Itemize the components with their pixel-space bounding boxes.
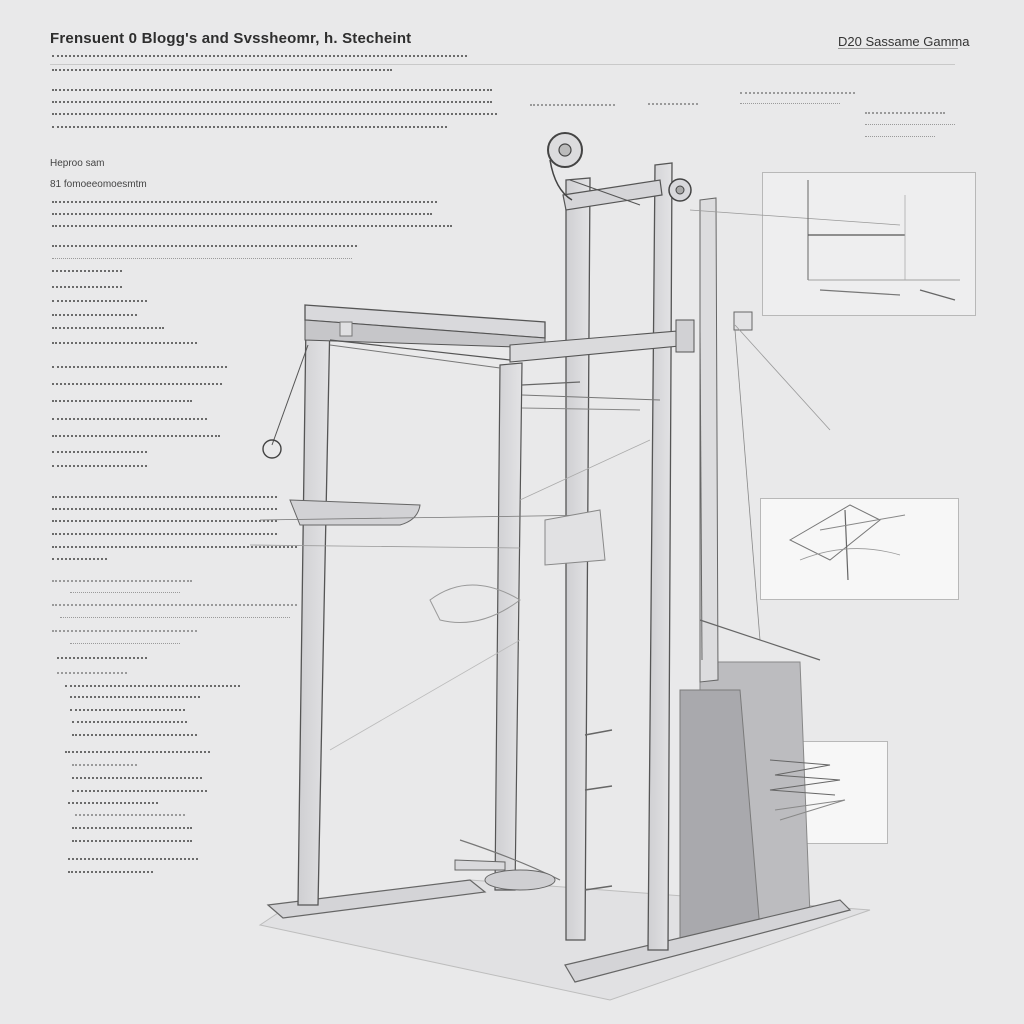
list-item <box>72 840 192 842</box>
paragraph-line <box>52 533 277 535</box>
paragraph-line <box>52 496 277 498</box>
post-rear <box>699 197 719 683</box>
list-item <box>52 314 137 316</box>
list-item <box>52 400 192 402</box>
paragraph-line <box>52 508 277 510</box>
section-subhead: Heproo sam <box>50 158 105 169</box>
corner-label: D20 Sassame Gamma <box>838 34 970 49</box>
annotation-line <box>740 103 840 104</box>
list-item <box>65 685 240 687</box>
pulley-icon <box>547 132 583 201</box>
paragraph-line <box>52 101 492 103</box>
pulley-icon <box>668 178 692 202</box>
annotation-line <box>740 92 855 94</box>
list-item <box>52 465 147 467</box>
bracket-icon <box>733 311 753 331</box>
sketch-inset <box>760 498 959 600</box>
list-item <box>52 327 164 329</box>
header-rule <box>50 64 955 65</box>
paragraph-line <box>52 213 432 215</box>
list-item <box>52 383 222 385</box>
list-item <box>65 751 210 753</box>
list-item <box>60 617 290 618</box>
list-item <box>52 286 122 288</box>
corner-underline <box>838 48 958 55</box>
list-item <box>52 435 220 437</box>
diagram-title: Frensuent 0 Blogg's and Svssheomr, h. St… <box>50 30 412 47</box>
list-item <box>72 721 187 723</box>
bracket-icon <box>339 321 353 337</box>
paragraph-line <box>52 225 452 227</box>
list-item <box>70 696 200 698</box>
section-subhead: 81 fomoeeomoesmtm <box>50 179 147 190</box>
annotation-line <box>865 124 955 125</box>
paragraph-line <box>52 126 447 128</box>
list-item <box>52 270 122 272</box>
paragraph-line <box>52 245 357 247</box>
paragraph-line <box>52 258 352 259</box>
scribble-inset-drawing <box>769 759 846 821</box>
paragraph-line <box>52 89 492 91</box>
list-item <box>52 451 147 453</box>
graph-inset-chart <box>807 180 960 301</box>
base-plate-left <box>266 879 487 919</box>
list-item <box>52 604 297 606</box>
list-item <box>68 802 158 804</box>
list-item <box>52 366 227 368</box>
list-item <box>72 764 137 766</box>
post-inner-left <box>494 362 523 891</box>
base-plate-right <box>564 899 852 983</box>
pendulum-icon <box>262 344 309 459</box>
annotation-line <box>648 103 698 105</box>
list-item <box>72 827 192 829</box>
graph-inset <box>762 172 976 316</box>
list-item <box>70 592 180 593</box>
annotation-line <box>865 136 935 137</box>
post-front-left <box>297 317 331 906</box>
list-item <box>72 790 207 792</box>
paragraph-line <box>52 113 497 115</box>
list-item <box>52 580 192 582</box>
shelf-sketch <box>289 499 421 526</box>
paragraph-line <box>52 546 297 548</box>
list-item <box>72 734 197 736</box>
list-item <box>68 858 198 860</box>
list-item <box>52 418 207 420</box>
bracket-icon <box>675 319 695 353</box>
list-item <box>52 300 147 302</box>
post-tall-right <box>647 162 673 951</box>
list-item <box>57 672 127 674</box>
list-item <box>72 777 202 779</box>
list-item <box>70 643 180 644</box>
paragraph-line <box>52 520 277 522</box>
annotation-line <box>865 112 945 114</box>
list-item <box>75 814 185 816</box>
intro-line <box>52 69 392 71</box>
paragraph-line <box>52 558 107 560</box>
list-item <box>52 342 197 344</box>
list-item <box>52 630 197 632</box>
list-item <box>70 709 185 711</box>
intro-line <box>52 55 467 57</box>
list-item <box>57 657 147 659</box>
list-item <box>68 871 153 873</box>
annotation-line <box>530 104 615 106</box>
sketch-inset-drawing <box>788 504 906 581</box>
paragraph-line <box>52 201 437 203</box>
